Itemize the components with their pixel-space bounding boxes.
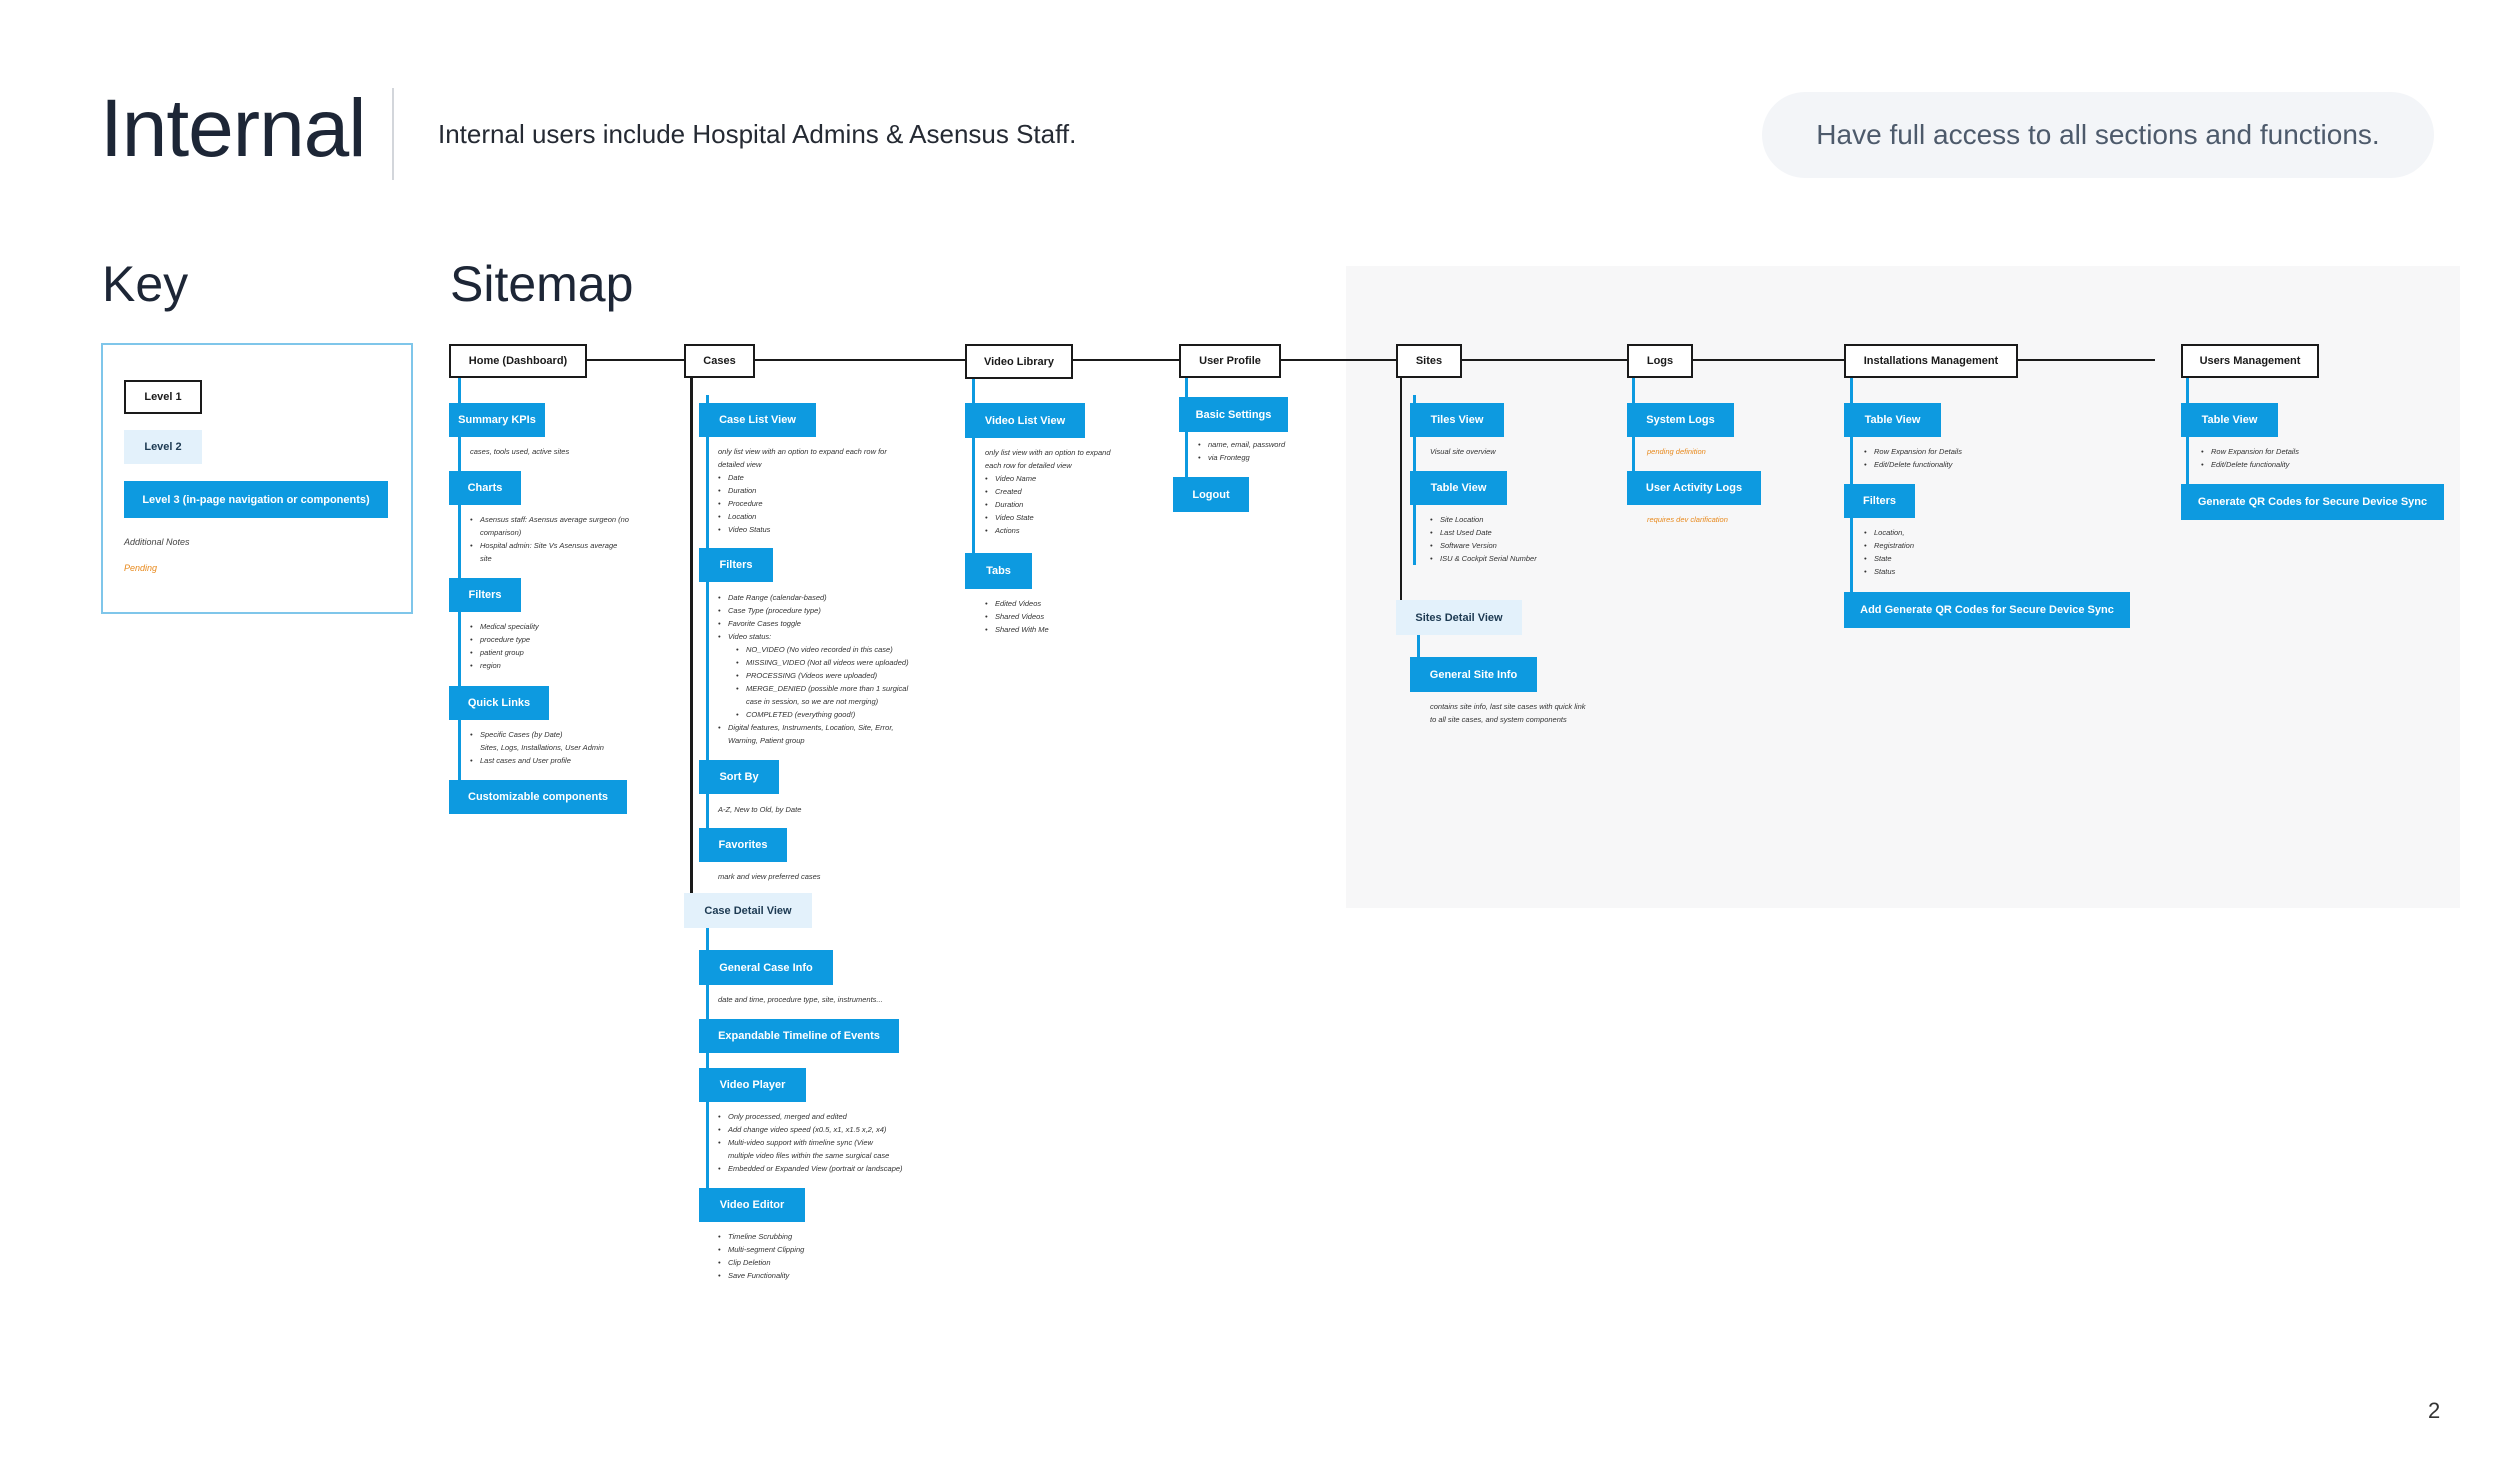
- level1-installations: Installations Management: [1844, 344, 2018, 378]
- access-pill: Have full access to all sections and fun…: [1762, 92, 2434, 178]
- cases-list-branch-line: [706, 395, 709, 835]
- key-heading: Key: [102, 256, 189, 312]
- video-list-notes: only list view with an option to expand …: [985, 446, 1111, 537]
- key-level1: Level 1: [124, 380, 202, 414]
- sites-detail-branch-line: [1417, 635, 1420, 659]
- users-table-view: Table View: [2181, 403, 2278, 437]
- video-library-branch-line: [972, 379, 975, 574]
- home-charts-notes: Asensus staff: Asensus average surgeon (…: [470, 513, 629, 565]
- cases-sort-by-note: A-Z, New to Old, by Date: [718, 805, 802, 814]
- page-number: 2: [2428, 1398, 2441, 1423]
- sites-tiles-view: Tiles View: [1410, 403, 1504, 437]
- sites-detail-view: Sites Detail View: [1396, 600, 1522, 635]
- home-quick-links: Quick Links: [449, 686, 549, 720]
- key-pending: Pending: [124, 563, 158, 573]
- cases-favorites-note: mark and view preferred cases: [718, 872, 821, 881]
- level1-home: Home (Dashboard): [449, 344, 587, 378]
- level1-user-profile: User Profile: [1179, 344, 1281, 378]
- level1-sites: Sites: [1396, 344, 1462, 378]
- sitemap-main-connector: [585, 359, 2155, 361]
- installations-filters-notes: Location, Registration State Status: [1864, 526, 1914, 578]
- home-summary-kpis: Summary KPIs: [449, 403, 545, 437]
- level1-users: Users Management: [2181, 344, 2319, 378]
- key-level3: Level 3 (in-page navigation or component…: [124, 481, 388, 518]
- user-profile-logout: Logout: [1173, 477, 1249, 512]
- key-level2: Level 2: [124, 430, 202, 464]
- cases-list-view: Case List View: [699, 403, 816, 437]
- sites-table-view-notes: Site Location Last Used Date Software Ve…: [1430, 513, 1537, 565]
- cases-timeline: Expandable Timeline of Events: [699, 1019, 899, 1053]
- users-qr-codes: Generate QR Codes for Secure Device Sync: [2181, 484, 2444, 520]
- cases-detail-branch-line: [706, 928, 709, 1204]
- cases-filters: Filters: [699, 548, 773, 582]
- home-summary-kpis-note: cases, tools used, active sites: [470, 447, 570, 456]
- level1-logs: Logs: [1627, 344, 1693, 378]
- users-table-view-notes: Row Expansion for Details Edit/Delete fu…: [2201, 445, 2299, 471]
- cases-detail-view: Case Detail View: [684, 893, 812, 928]
- logs-system-logs: System Logs: [1627, 403, 1734, 437]
- installations-qr-codes: Add Generate QR Codes for Secure Device …: [1844, 592, 2130, 628]
- page-title: Internal: [100, 83, 367, 174]
- cases-video-player: Video Player: [699, 1068, 806, 1102]
- sites-general-info: General Site Info: [1410, 657, 1537, 692]
- installations-table-view-notes: Row Expansion for Details Edit/Delete fu…: [1864, 445, 1962, 471]
- cases-video-player-notes: Only processed, merged and edited Add ch…: [718, 1110, 903, 1175]
- cases-video-editor: Video Editor: [699, 1188, 805, 1222]
- cases-general-info-note: date and time, procedure type, site, ins…: [718, 995, 883, 1004]
- home-filters-notes: Medical speciality procedure type patien…: [470, 620, 539, 672]
- user-profile-branch-line: [1185, 378, 1188, 494]
- cases-favorites: Favorites: [699, 828, 787, 862]
- header-divider: [392, 88, 394, 180]
- sites-general-info-notes: contains site info, last site cases with…: [1430, 702, 1586, 724]
- installations-table-view: Table View: [1844, 403, 1941, 437]
- level1-video-library: Video Library: [965, 344, 1073, 379]
- home-customizable-components: Customizable components: [449, 780, 627, 814]
- cases-list-notes: only list view with an option to expand …: [718, 445, 887, 536]
- logs-user-activity: User Activity Logs: [1627, 471, 1761, 505]
- cases-general-info: General Case Info: [699, 950, 833, 985]
- logs-user-activity-note: requires dev clarification: [1647, 515, 1728, 524]
- page-subtitle: Internal users include Hospital Admins &…: [438, 119, 1077, 149]
- home-charts: Charts: [449, 471, 521, 505]
- level1-cases: Cases: [684, 344, 755, 378]
- user-profile-basic-settings-notes: name, email, password via Frontegg: [1198, 438, 1285, 464]
- sites-tiles-view-note: Visual site overview: [1430, 447, 1496, 456]
- cases-video-editor-notes: Timeline Scrubbing Multi-segment Clippin…: [718, 1230, 804, 1282]
- cases-filters-notes: Date Range (calendar-based) Case Type (p…: [718, 591, 909, 747]
- sites-table-view: Table View: [1410, 471, 1507, 505]
- video-library-tabs-notes: Edited Videos Shared Videos Shared With …: [985, 597, 1049, 636]
- video-library-tabs: Tabs: [965, 553, 1032, 589]
- cases-sort-by: Sort By: [699, 760, 779, 794]
- sites-main-line: [1400, 378, 1402, 600]
- installations-filters: Filters: [1844, 484, 1915, 518]
- video-list-view: Video List View: [965, 403, 1085, 438]
- home-filters: Filters: [449, 578, 521, 612]
- home-quick-links-notes: Specific Cases (by Date) Sites, Logs, In…: [470, 728, 604, 767]
- cases-main-line: [690, 378, 693, 893]
- sitemap-heading: Sitemap: [450, 256, 634, 312]
- logs-system-logs-note: pending definition: [1647, 447, 1706, 456]
- key-additional-notes: Additional Notes: [124, 537, 190, 547]
- user-profile-basic-settings: Basic Settings: [1179, 397, 1288, 432]
